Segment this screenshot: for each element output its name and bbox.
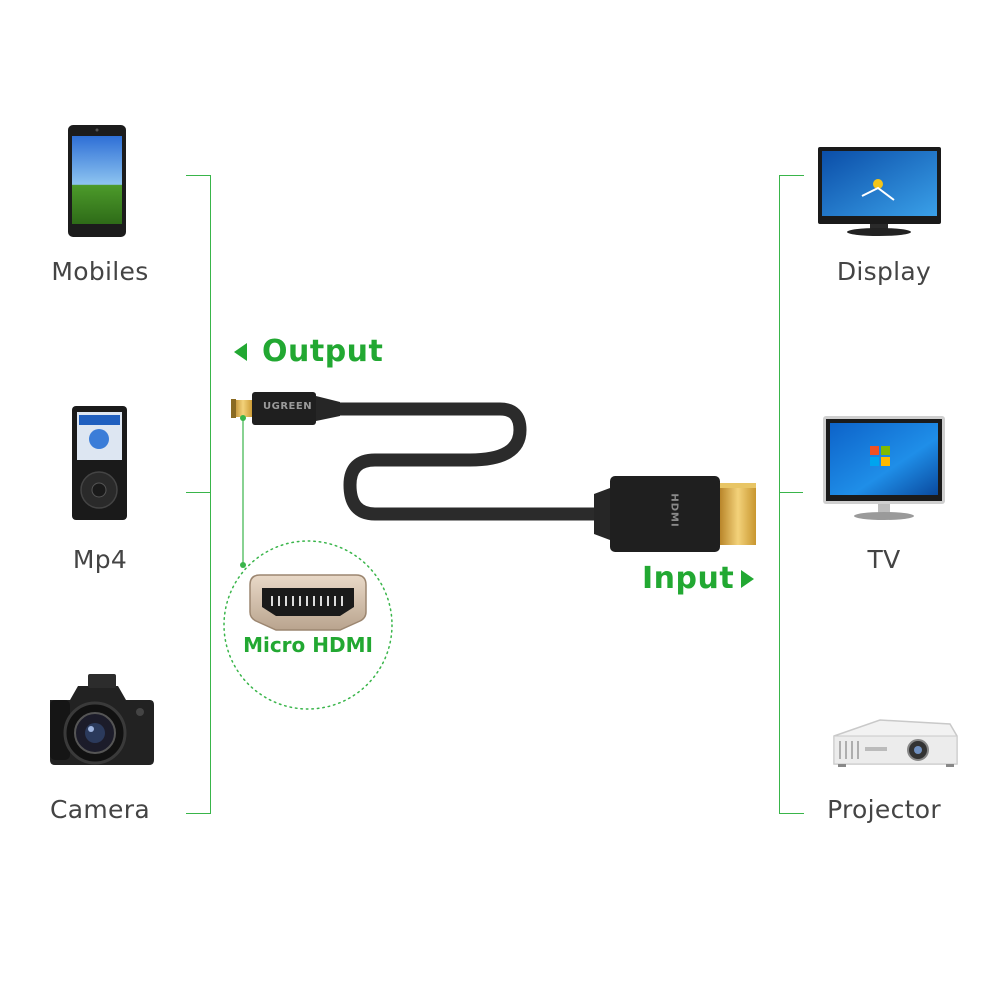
smartphone-icon bbox=[68, 125, 126, 237]
tv-icon bbox=[823, 416, 945, 520]
micro-hdmi-plug bbox=[231, 392, 340, 425]
device-label-projector: Projector bbox=[827, 795, 941, 824]
hdmi-cable bbox=[323, 402, 617, 521]
zoom-circle bbox=[223, 540, 393, 710]
right-bracket bbox=[779, 175, 804, 814]
input-label: Input bbox=[642, 561, 735, 596]
output-label: Output bbox=[262, 334, 384, 369]
plug-marking-text: HDMI bbox=[668, 493, 680, 528]
micro-hdmi-port-icon bbox=[249, 574, 367, 631]
cable-brand-text: UGREEN bbox=[263, 401, 313, 412]
device-label-camera: Camera bbox=[50, 795, 150, 824]
projector-icon bbox=[833, 719, 958, 767]
left-bracket bbox=[186, 175, 211, 814]
device-label-tv: TV bbox=[867, 545, 901, 574]
mp4-player-icon bbox=[72, 406, 127, 520]
left-bracket-middle-tick bbox=[186, 492, 210, 493]
monitor-icon bbox=[818, 147, 941, 236]
device-label-mobiles: Mobiles bbox=[51, 257, 149, 286]
input-arrow-icon bbox=[741, 570, 754, 588]
output-arrow-icon bbox=[234, 343, 247, 361]
device-label-display: Display bbox=[836, 257, 932, 286]
right-bracket-middle-tick bbox=[779, 492, 803, 493]
device-label-mp4: Mp4 bbox=[72, 545, 128, 574]
connector-label: Micro HDMI bbox=[243, 633, 373, 657]
hdmi-plug bbox=[594, 476, 756, 552]
dslr-camera-icon bbox=[50, 674, 154, 765]
